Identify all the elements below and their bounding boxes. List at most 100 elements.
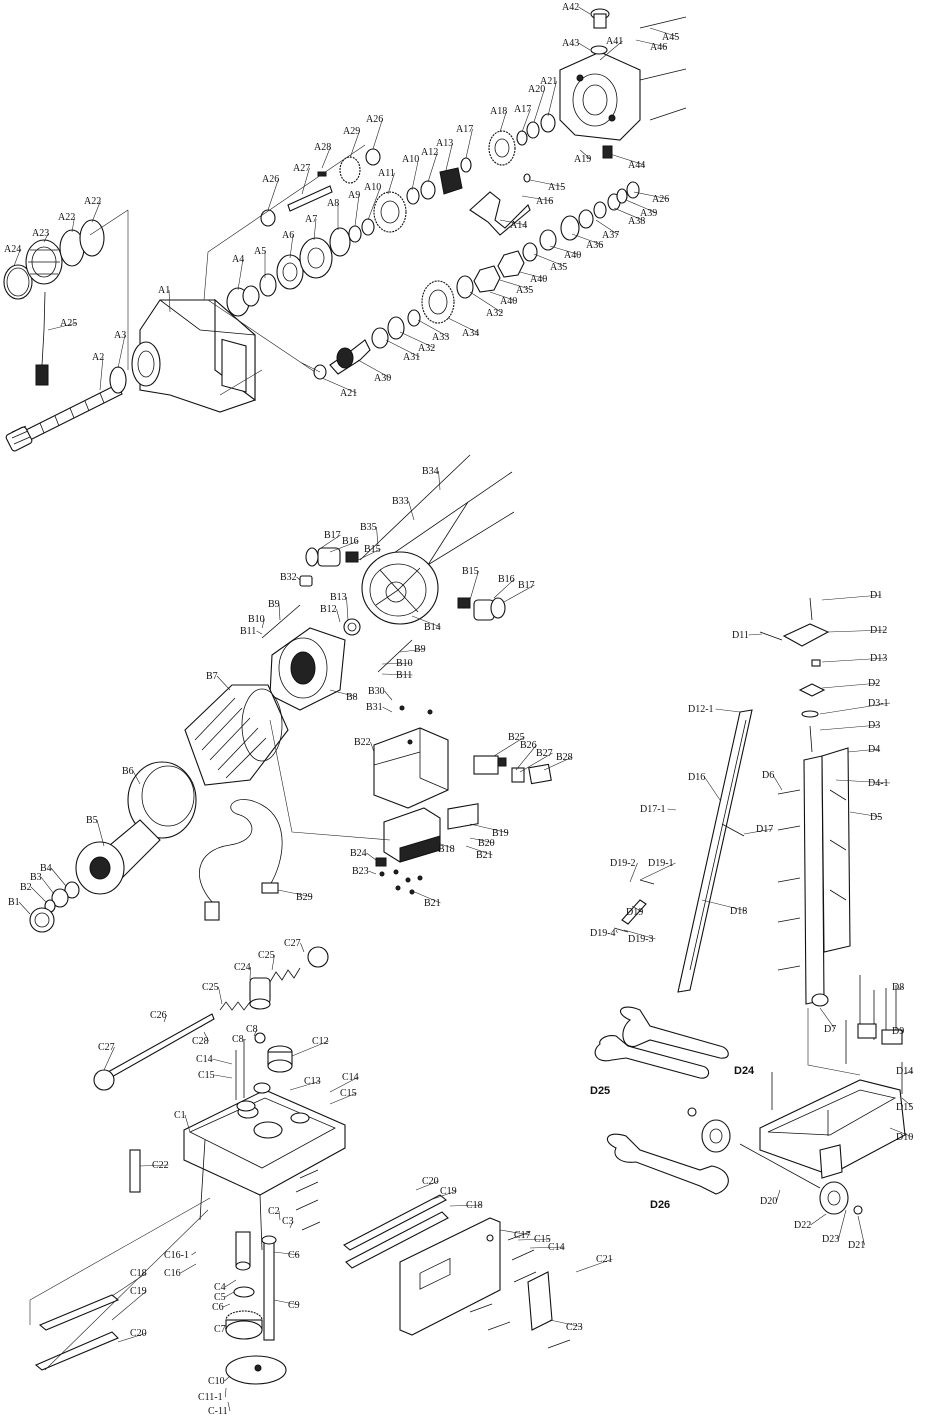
part-label-c28: C28 bbox=[192, 1036, 209, 1047]
part-label-a40: A40 bbox=[530, 274, 547, 285]
leader-line bbox=[277, 889, 313, 898]
leader-line bbox=[901, 1030, 904, 1035]
washer-c8 bbox=[254, 1032, 266, 1044]
cap-b32 bbox=[299, 575, 313, 587]
brush-holder-b16-left bbox=[305, 547, 341, 567]
part-label-b10: B10 bbox=[396, 658, 413, 669]
part-label-c13: C13 bbox=[304, 1076, 321, 1087]
leader-line bbox=[549, 1319, 583, 1328]
leader-line bbox=[821, 657, 887, 663]
part-label-a33: A33 bbox=[432, 332, 449, 343]
part-b24 bbox=[375, 857, 387, 867]
part-label-b11: B11 bbox=[240, 626, 256, 637]
plate-b19 bbox=[447, 803, 479, 830]
leader-line bbox=[291, 1040, 329, 1057]
part-label-c18: C18 bbox=[130, 1268, 147, 1279]
leader-line bbox=[533, 88, 545, 123]
bolts-d8 bbox=[859, 975, 897, 1040]
leader-line bbox=[357, 548, 381, 561]
leader-line bbox=[336, 608, 341, 623]
part-label-a20: A20 bbox=[528, 84, 545, 95]
bar-c22 bbox=[129, 1149, 141, 1193]
part-label-d3: D3 bbox=[868, 720, 880, 731]
knob-a42 bbox=[590, 8, 610, 29]
leader-line bbox=[469, 291, 503, 314]
leader-line bbox=[273, 1251, 300, 1256]
leader-line bbox=[549, 245, 581, 256]
washer-a10 bbox=[361, 218, 375, 236]
part-label-a34: A34 bbox=[462, 328, 479, 339]
leader-line bbox=[529, 1246, 565, 1249]
leader-line bbox=[521, 108, 531, 133]
part-label-b22: B22 bbox=[354, 737, 371, 748]
rail-c19-left bbox=[34, 1331, 119, 1371]
leader-line bbox=[575, 1258, 613, 1273]
washer-a43 bbox=[590, 45, 608, 55]
leader-line bbox=[578, 6, 591, 15]
leader-line bbox=[819, 1007, 836, 1030]
part-label-c7: C7 bbox=[214, 1324, 226, 1335]
part-label-b11: B11 bbox=[396, 670, 412, 681]
part-label-b27: B27 bbox=[536, 748, 553, 759]
part-label-d10: D10 bbox=[896, 1132, 913, 1143]
leader-line bbox=[625, 199, 657, 214]
part-label-d4: D4 bbox=[868, 744, 880, 755]
part-label-b21: B21 bbox=[476, 850, 493, 861]
leader-line bbox=[499, 1229, 531, 1236]
part-label-a22: A22 bbox=[84, 196, 101, 207]
bearing-a6 bbox=[276, 254, 304, 290]
gearbox-assembly bbox=[3, 8, 687, 452]
leader-line bbox=[168, 289, 171, 313]
part-label-b31: B31 bbox=[366, 702, 383, 713]
brush-holder-b16-right bbox=[473, 597, 506, 621]
leader-line bbox=[519, 752, 553, 773]
leader-line bbox=[321, 146, 331, 169]
module-b18 bbox=[383, 807, 441, 863]
part-label-b12: B12 bbox=[320, 604, 337, 615]
leader-line bbox=[578, 42, 591, 51]
part-label-b2: B2 bbox=[20, 882, 32, 893]
part-label-d4-1: D4-1 bbox=[868, 778, 889, 789]
leader-line bbox=[139, 1164, 169, 1167]
part-label-d17: D17 bbox=[756, 824, 773, 835]
clip-d19 bbox=[621, 899, 647, 925]
part-label-a12: A12 bbox=[421, 147, 438, 158]
stator-b8 bbox=[269, 627, 346, 711]
leader-line bbox=[901, 1097, 913, 1108]
leader-line bbox=[384, 690, 393, 701]
part-label-b24: B24 bbox=[350, 848, 367, 859]
screws-d6 bbox=[777, 789, 801, 971]
part-label-a17: A17 bbox=[456, 124, 473, 135]
part-label-a3: A3 bbox=[114, 330, 126, 341]
leader-line bbox=[349, 130, 360, 159]
part-b26 bbox=[511, 767, 525, 783]
part-label-a39: A39 bbox=[640, 208, 657, 219]
part-label-c18: C18 bbox=[466, 1200, 483, 1211]
leader-line bbox=[469, 837, 495, 844]
part-label-b4: B4 bbox=[40, 863, 52, 874]
washer-a40 bbox=[539, 229, 557, 251]
part-label-c24: C24 bbox=[234, 962, 251, 973]
leader-line bbox=[571, 233, 603, 246]
part-label-d19: D19 bbox=[626, 907, 643, 918]
gear-a11 bbox=[373, 191, 407, 233]
leader-line bbox=[415, 1180, 439, 1191]
top-plate-d12 bbox=[782, 623, 830, 647]
leader-line bbox=[289, 1220, 294, 1229]
leader-line bbox=[493, 736, 525, 757]
bracket-c23 bbox=[527, 1271, 553, 1331]
leader-line bbox=[399, 648, 426, 653]
part-label-c27: C27 bbox=[98, 1042, 115, 1053]
leader-line bbox=[409, 889, 441, 904]
bolt-d1 bbox=[809, 597, 813, 621]
leader-line bbox=[639, 862, 676, 881]
hinge-d7 bbox=[811, 993, 829, 1007]
spring-c25-left bbox=[219, 1001, 251, 1011]
leader-line bbox=[667, 808, 677, 811]
part-label-b17: B17 bbox=[518, 580, 535, 591]
leader-line bbox=[354, 194, 360, 227]
leader-line bbox=[376, 526, 379, 547]
leader-line bbox=[609, 153, 645, 166]
